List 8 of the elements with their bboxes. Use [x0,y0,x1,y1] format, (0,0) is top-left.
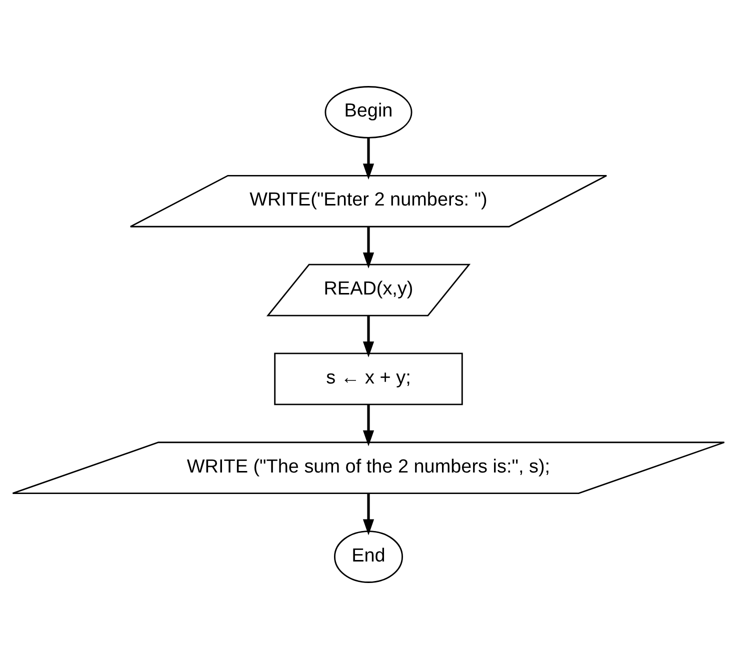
arrow [362,226,374,268]
arrow [362,404,374,446]
arrow [362,137,374,180]
node-ellipse: Begin [324,86,412,138]
node-ellipse: End [334,530,403,582]
arrow [362,315,374,357]
arrow [362,493,374,535]
node-box: s ← x + y; [274,352,463,405]
